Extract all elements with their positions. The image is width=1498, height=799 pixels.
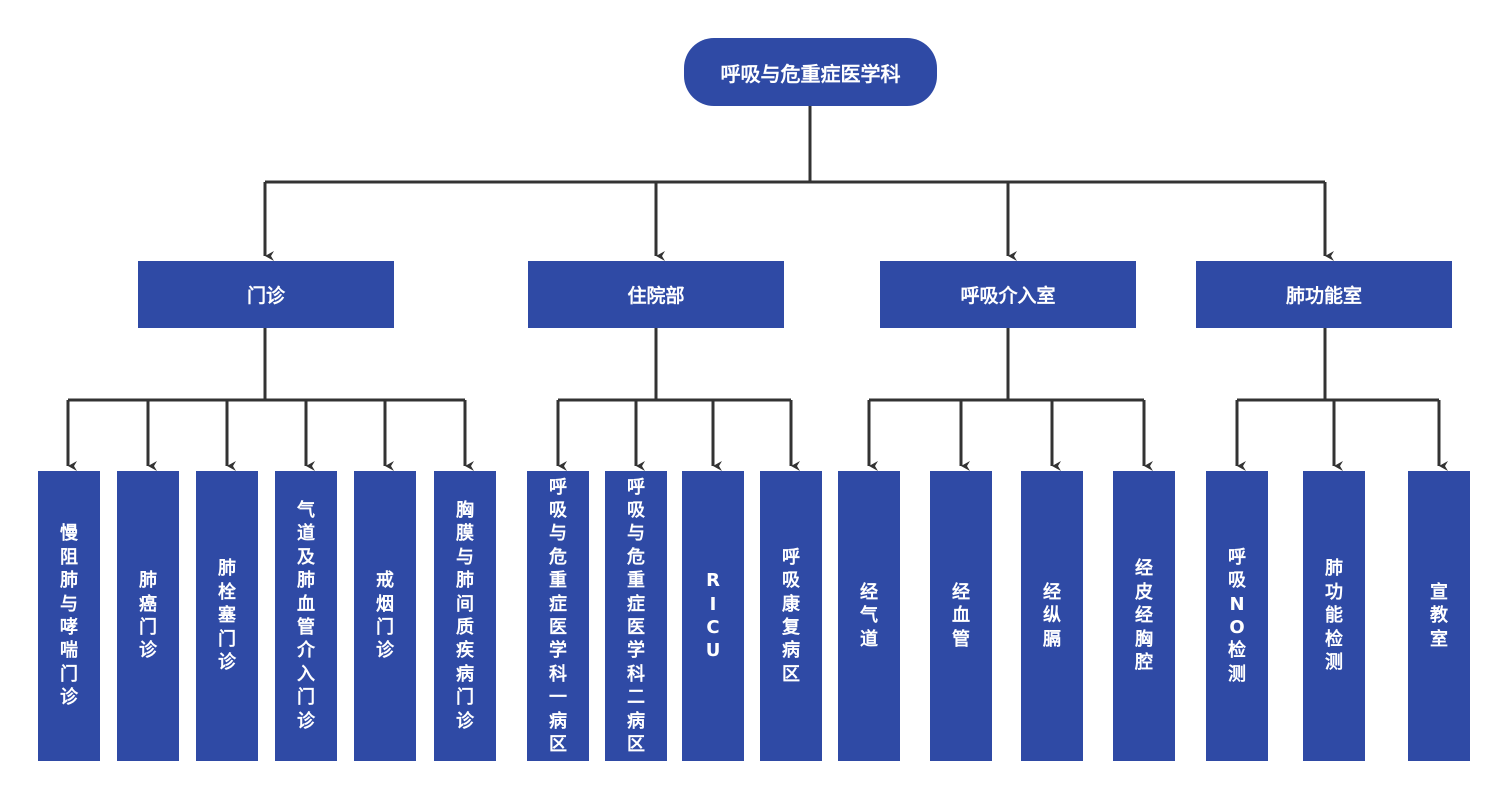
node-label: 住院部: [627, 285, 685, 307]
leaf-lung-function-test: 肺功能检测: [1303, 471, 1365, 761]
leaf-ricu: RICU: [682, 471, 744, 761]
node-interventional: 呼吸介入室: [880, 261, 1136, 328]
node-label: 门诊: [246, 285, 285, 307]
leaf-label: 经纵膈: [1043, 581, 1061, 650]
leaf-label: 气道及肺血管介入门诊: [297, 499, 315, 732]
leaf-mediastinal: 经纵膈: [1021, 471, 1083, 761]
leaf-transairway: 经气道: [838, 471, 900, 761]
leaf-lung-cancer-clinic: 肺癌门诊: [117, 471, 179, 761]
root-node: 呼吸与危重症医学科: [684, 38, 937, 106]
node-lung-function: 肺功能室: [1196, 261, 1452, 328]
node-outpatient: 门诊: [138, 261, 394, 328]
leaf-label: 呼吸康复病区: [782, 546, 800, 685]
root-label: 呼吸与危重症医学科: [720, 61, 901, 86]
leaf-rehab-ward: 呼吸康复病区: [760, 471, 822, 761]
leaf-label: 肺功能检测: [1325, 558, 1343, 674]
leaf-label: 戒烟门诊: [376, 570, 394, 662]
leaf-pleura-ild-clinic: 胸膜与肺间质疾病门诊: [434, 471, 496, 761]
leaf-pe-clinic: 肺栓塞门诊: [196, 471, 258, 761]
node-label: 肺功能室: [1285, 285, 1362, 307]
leaf-label: 胸膜与肺间质疾病门诊: [456, 499, 474, 732]
leaf-ward-1: 呼吸与危重症医学科一病区: [527, 471, 589, 761]
leaf-label: RICU: [705, 570, 721, 662]
leaf-interventional-clinic: 气道及肺血管介入门诊: [275, 471, 337, 761]
leaf-transvascular: 经血管: [930, 471, 992, 761]
leaf-label: 呼吸与危重症医学科一病区: [549, 476, 567, 756]
leaf-ward-2: 呼吸与危重症医学科二病区: [605, 471, 667, 761]
leaf-no-test: 呼吸NO检测: [1206, 471, 1268, 761]
leaf-label: 经血管: [952, 581, 970, 650]
leaf-label: 呼吸与危重症医学科二病区: [627, 476, 645, 756]
leaf-label: 经皮经胸腔: [1135, 558, 1153, 674]
leaf-education-room: 宣教室: [1408, 471, 1470, 761]
leaf-label: 肺癌门诊: [139, 570, 157, 662]
leaf-smoking-cessation-clinic: 戒烟门诊: [354, 471, 416, 761]
leaf-label: 肺栓塞门诊: [218, 558, 236, 674]
leaf-percutaneous-thoracic: 经皮经胸腔: [1113, 471, 1175, 761]
leaf-label: 呼吸NO检测: [1228, 546, 1246, 685]
leaf-label: 慢阻肺与哮喘门诊: [60, 523, 78, 709]
leaf-copd-asthma-clinic: 慢阻肺与哮喘门诊: [38, 471, 100, 761]
node-inpatient: 住院部: [528, 261, 784, 328]
leaf-label: 宣教室: [1430, 581, 1448, 650]
leaf-label: 经气道: [860, 581, 878, 650]
node-label: 呼吸介入室: [960, 285, 1056, 307]
